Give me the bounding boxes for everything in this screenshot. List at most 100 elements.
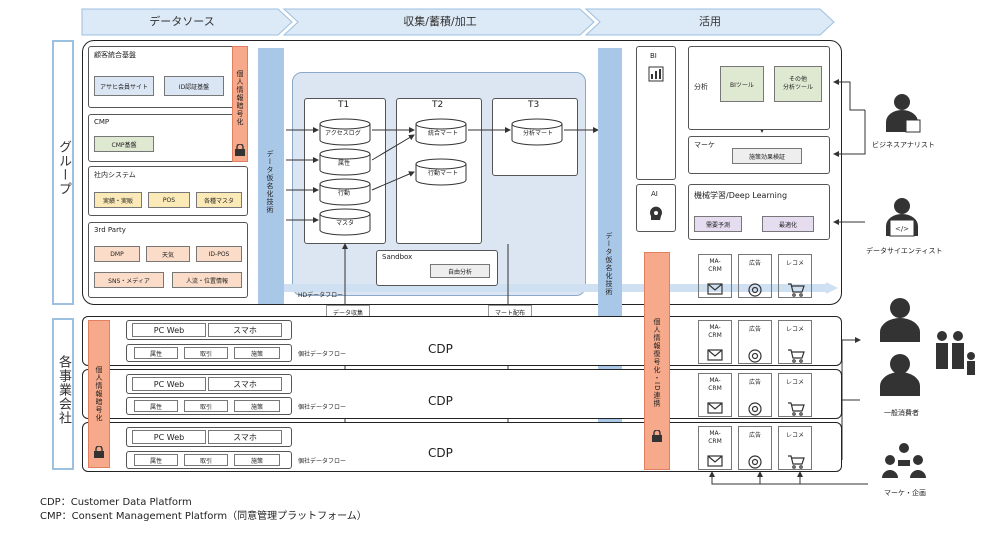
- svg-text:</>: </>: [895, 225, 909, 233]
- t1-item-0: アクセスログ: [325, 130, 361, 137]
- optimization: 最適化: [762, 216, 814, 232]
- company3-recommend: レコメ: [778, 426, 812, 470]
- anon-band-left: [258, 48, 284, 304]
- lock-icon: [94, 446, 104, 458]
- third-party-item-1: 天気: [146, 246, 190, 262]
- company2-web-row: [126, 374, 292, 394]
- consumer-family-icon: [880, 298, 975, 396]
- company3-ad: 広告: [738, 426, 772, 470]
- company2-measure: 施策: [234, 400, 280, 412]
- t2-cylinders: [415, 118, 467, 186]
- company1-flow-label: 個社データフロー: [298, 351, 347, 358]
- cmp-base: CMP基盤: [94, 136, 154, 152]
- lock-icon: [652, 430, 662, 442]
- company1-data-row: [126, 344, 292, 362]
- sandbox-title: Sandbox: [382, 253, 413, 261]
- reid-strip: [644, 252, 670, 470]
- company3-phone: スマホ: [208, 430, 282, 444]
- group-recommend: レコメ: [778, 254, 812, 298]
- bi-title: BI: [650, 52, 657, 60]
- third-party-item-0: DMP: [94, 246, 140, 262]
- company3-pc-web: PC Web: [132, 430, 206, 444]
- t1-cylinders: [319, 118, 371, 236]
- other-analysis-tool: その他 分析ツール: [774, 66, 822, 102]
- company1-recommend: レコメ: [778, 320, 812, 364]
- analyst-label: ビジネスアナリスト: [872, 141, 935, 149]
- company1-measure: 施策: [234, 347, 280, 359]
- cart-icon: [788, 283, 805, 469]
- internal-item-2: 各種マスタ: [196, 192, 242, 208]
- id-auth-base: ID認証基盤: [164, 76, 224, 96]
- analysis-title: 分析: [694, 83, 708, 91]
- group-ad: 広告: [738, 254, 772, 298]
- t3-cylinders: [511, 118, 563, 146]
- company1-ma-crm: MA- CRM: [698, 320, 732, 364]
- internal-item-1: POS: [148, 192, 190, 208]
- t1-item-2: 行動: [338, 190, 351, 197]
- group-privacy-label: 個人情報暗号化: [236, 70, 244, 126]
- companies-label: 各事業会社: [56, 355, 71, 425]
- group-privacy-strip: [232, 46, 248, 162]
- cmp-title: CMP: [94, 118, 110, 126]
- group-ma-crm: MA- CRM: [698, 254, 732, 298]
- company2-cdp: CDP: [428, 394, 453, 408]
- company2-phone: スマホ: [208, 377, 282, 391]
- planner-label: マーケ・企画: [884, 489, 926, 497]
- company3-measure: 施策: [234, 454, 280, 466]
- consumer-label: 一般消費者: [884, 409, 919, 417]
- company2-pc-web: PC Web: [132, 377, 206, 391]
- company-privacy-strip: [88, 320, 110, 468]
- company1-trade: 取引: [184, 347, 228, 359]
- lock-icon: [235, 144, 245, 156]
- companies-side-label: [52, 318, 74, 470]
- t3-item-0: 分析マート: [523, 130, 554, 137]
- demand-forecast: 需要予測: [694, 216, 742, 232]
- scientist-icon: </>: [886, 198, 918, 237]
- marke-title: マーケ: [694, 141, 715, 149]
- internal-system-title: 社内システム: [94, 171, 136, 179]
- t1-item-1: 属性: [338, 160, 351, 167]
- header-use: 活用: [699, 15, 721, 28]
- bi-box: [636, 46, 676, 180]
- hd-flow-label: HDデータフロー: [298, 292, 344, 299]
- phase-header-arrows: [81, 8, 835, 36]
- company1-ad: 広告: [738, 320, 772, 364]
- company3-flow-label: 個社データフロー: [298, 458, 347, 465]
- company3-ma-crm: MA- CRM: [698, 426, 732, 470]
- asahi-member-site: アサヒ会員サイト: [94, 76, 154, 96]
- mail-icon: [707, 283, 723, 467]
- company3-cdp: CDP: [428, 446, 453, 460]
- third-party-item-3: SNS・メディア: [94, 272, 164, 288]
- ai-title: AI: [651, 190, 658, 198]
- internal-item-0: 実績・実販: [94, 192, 142, 208]
- anon-label-left: データ仮名化技術: [266, 150, 274, 214]
- bi-tool: BIツール: [720, 66, 764, 102]
- ai-head-icon: [650, 206, 662, 220]
- third-party-title: 3rd Party: [94, 226, 126, 234]
- header-process: 収集/蓄積/加工: [403, 15, 477, 28]
- company2-trade: 取引: [184, 400, 228, 412]
- analyst-icon: [886, 94, 921, 133]
- measure-effect: 施策効果検証: [732, 148, 802, 164]
- t2-item-1: 行動マート: [428, 170, 459, 177]
- customer-base-title: 顧客統合基盤: [94, 51, 136, 59]
- third-party-item-2: ID-POS: [196, 246, 242, 262]
- company3-trade: 取引: [184, 454, 228, 466]
- company2-attr: 属性: [134, 400, 178, 412]
- t1-title: T1: [338, 100, 350, 110]
- t2-title: T2: [432, 100, 444, 110]
- t1-item-3: マスタ: [336, 220, 355, 227]
- target-icon: [748, 283, 762, 469]
- company1-web-row: [126, 320, 292, 340]
- ml-title: 機械学習/Deep Learning: [694, 191, 788, 200]
- group-label: グループ: [56, 140, 71, 196]
- scientist-label: データサイエンティスト: [866, 247, 943, 255]
- header-datasource: データソース: [149, 15, 215, 28]
- company2-ma-crm: MA- CRM: [698, 373, 732, 417]
- anon-label-right: データ仮名化技術: [605, 232, 613, 296]
- company2-ad: 広告: [738, 373, 772, 417]
- group-side-label: [52, 40, 74, 305]
- company-privacy-label: 個人情報暗号化: [95, 366, 103, 422]
- company1-pc-web: PC Web: [132, 323, 206, 337]
